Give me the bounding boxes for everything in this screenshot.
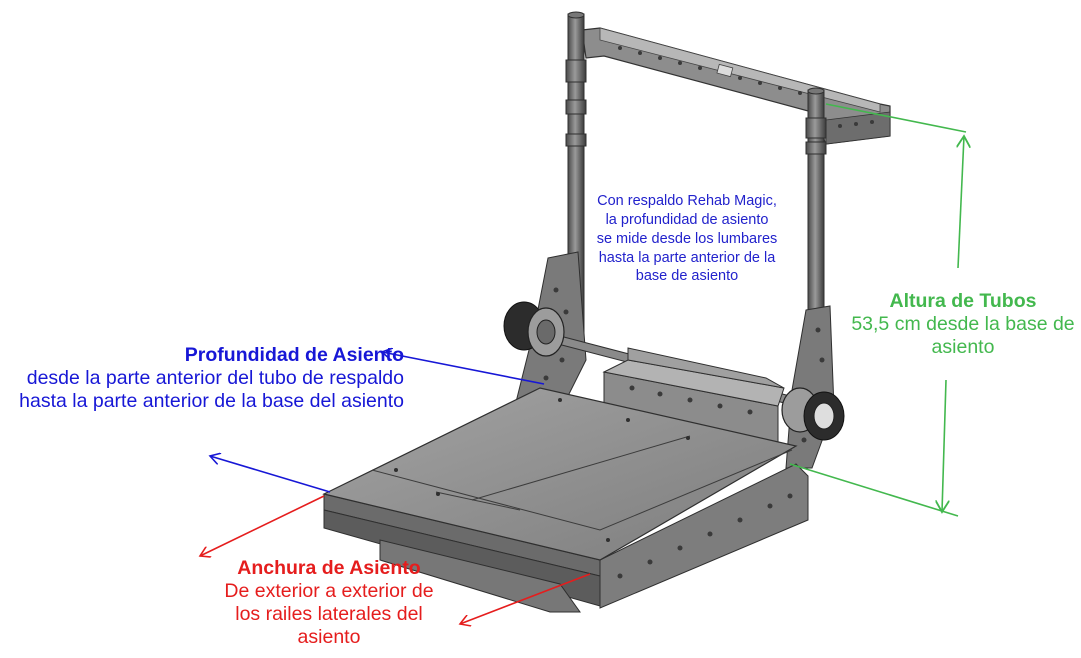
tube-height-title: Altura de Tubos [889,290,1037,312]
rehab-note-line: la profundidad de asiento [605,211,769,228]
tube-height-desc-1: 53,5 cm desde la base de [851,313,1075,335]
rehab-magic-note: Con respaldo Rehab Magic, la profundidad… [572,192,802,286]
height-dimension [789,103,966,517]
seat-width-label: Anchura de Asiento De exterior a exterio… [212,557,446,649]
seat-base [322,387,809,613]
top-bracket [581,27,891,145]
width-dimension [200,495,591,624]
tube-height-desc-2: asiento [931,336,995,358]
depth-dimension [210,352,545,493]
seat-width-desc-2: los railes laterales del [235,603,423,625]
seat-width-desc-1: De exterior a exterior de [224,580,434,602]
seat-width-title: Anchura de Asiento [237,557,421,579]
seat-width-desc-3: asiento [297,626,361,648]
rehab-note-line: se mide desde los lumbares [596,230,778,247]
rehab-note-line: hasta la parte anterior de la [598,249,776,266]
left-knob [503,301,565,357]
rehab-note-line: Con respaldo Rehab Magic, [597,193,777,209]
seat-depth-desc-2: hasta la parte anterior de la base del a… [19,390,404,412]
seat-depth-desc-1: desde la parte anterior del tubo de resp… [26,367,404,389]
rehab-note-line: base de asiento [635,268,739,285]
seat-depth-label: Profundidad de Asiento desde la parte an… [0,344,404,413]
right-knob [781,387,845,441]
right-hinge-plate [785,305,835,469]
tube-height-label: Altura de Tubos 53,5 cm desde la base de… [845,290,1081,359]
seat-depth-title: Profundidad de Asiento [184,344,404,366]
